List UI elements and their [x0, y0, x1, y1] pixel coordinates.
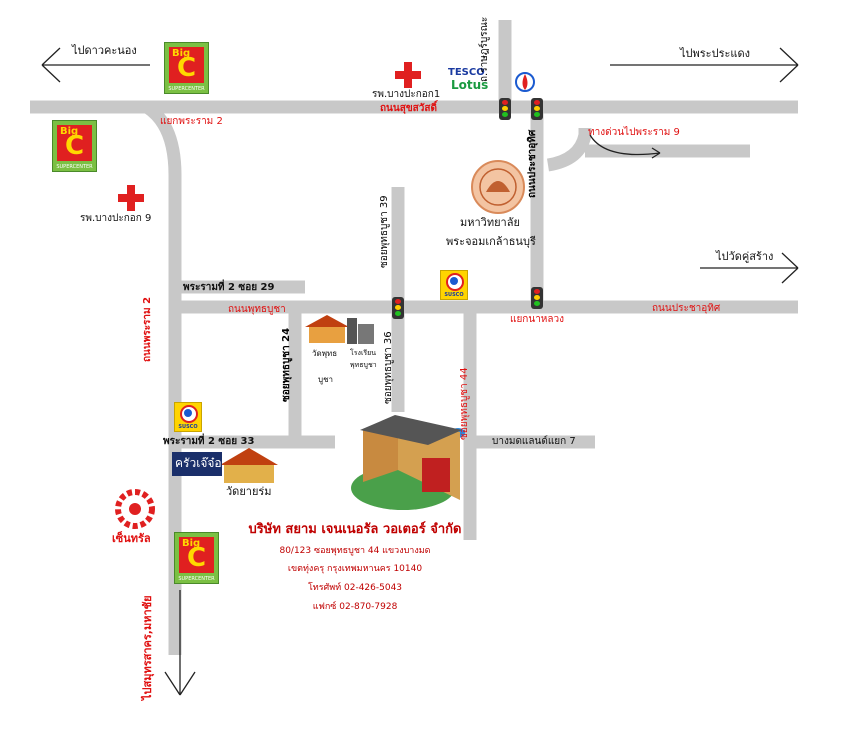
company-building — [351, 415, 462, 510]
label-hospital-9: รพ.บางปะกอก 9 — [80, 213, 152, 224]
label-yaek-rama2: แยกพระราม 2 — [160, 116, 223, 127]
company-name: บริษัท สยาม เจนเนอรัล วอเตอร์ จำกัด — [248, 522, 462, 537]
label-soi-pu-39: ซอยพุทธบูชา 39 — [379, 195, 390, 268]
label-road-rama2-v: ถนนพระราม 2 — [142, 296, 153, 362]
label-soi-pu-24: ซอยพุทธบูชา 24 — [281, 327, 292, 402]
hospital-cross-icon — [395, 62, 421, 88]
tesco-lotus-logo: TESCO — [448, 67, 485, 78]
label-wat-phuttha-2: บูชา — [318, 375, 333, 384]
arrow-expressway-curve — [589, 134, 661, 159]
label-rama2-soi29: พระรามที่ 2 ซอย 29 — [183, 282, 275, 293]
susco-logo: SUSCO — [174, 402, 202, 432]
label-yaek-na-luang: แยกนาหลวง — [510, 314, 565, 325]
label-shinnakrit: เซ็นทรัล — [112, 532, 151, 545]
arrow-to-wat-khu-sang — [700, 252, 799, 284]
arrow-to-dao-khanong — [41, 47, 150, 83]
traffic-light-icon — [392, 297, 404, 319]
label-university-2: พระจอมเกล้าธนบุรี — [446, 235, 536, 248]
label-expressway: ทางด่วนไปพระราม 9 — [588, 127, 680, 138]
tesco-lotus-logo: Lotus — [451, 78, 489, 92]
label-road-phuttha-bucha: ถนนพุทธบูชา — [228, 304, 286, 315]
label-road-suksawat: ถนนสุขสวัสดิ์ — [380, 103, 437, 114]
company-fax: แฟกซ์ 02-870-7928 — [312, 602, 398, 612]
label-wat-yai-rom: วัดยายร่ม — [226, 485, 272, 498]
temple-icon-wat-phuttha — [305, 315, 349, 343]
label-road-pracha-uthit-h: ถนนประชาอุทิศ — [652, 303, 721, 314]
label-to-wat-khu-sang: ไปวัดคู่สร้าง — [716, 250, 774, 263]
temple-icon-wat-yai-rom — [220, 448, 278, 483]
label-wat-phuttha-1: วัดพุทธ — [312, 349, 338, 358]
label-road-pracha-uthit-v: ถนนประชาอุทิศ — [527, 129, 538, 198]
label-to-dao-khanong: ไปดาวคะนอง — [72, 44, 137, 57]
label-bang-mot-land: บางมดแลนด์แยก 7 — [492, 436, 576, 447]
label-rama2-soi33: พระรามที่ 2 ซอย 33 — [163, 436, 255, 447]
company-phone: โทรศัพท์ 02-426-5043 — [307, 583, 403, 593]
traffic-light-icon — [531, 98, 543, 120]
arrow-to-phra-pradaeng — [610, 47, 799, 83]
school-icon — [347, 318, 374, 344]
label-university-1: มหาวิทยาลัย — [460, 216, 520, 229]
label-to-samut-sakhon: ไปสมุทรสาคร,มหาชัย — [141, 595, 154, 700]
susco-logo: SUSCO — [440, 270, 468, 300]
traffic-light-icon — [499, 98, 511, 120]
traffic-light-icon — [531, 287, 543, 309]
label-school-1: โรงเรียน — [350, 349, 376, 357]
label-soi-pu-36: ซอยพุทธบูชา 36 — [383, 331, 394, 404]
road-rama2 — [143, 101, 182, 655]
label-hospital-1: รพ.บางปะกอก1 — [372, 89, 441, 100]
arrow-to-samut-sakhon — [164, 590, 196, 696]
label-to-phra-pradaeng: ไปพระประแดง — [680, 47, 750, 60]
company-address2: เขตทุ่งครุ กรุงเทพมหานคร 10140 — [287, 564, 423, 574]
road-expressway — [546, 128, 592, 172]
shinnakrit-logo — [115, 489, 155, 529]
label-krua-jae-jo: ครัวเจ๊จ๋อ — [175, 456, 222, 470]
company-info: บริษัท สยาม เจนเนอรัล วอเตอร์ จำกัด 80/1… — [225, 518, 485, 613]
label-rat-burana: ถ.ราษฎร์บูรณะ — [479, 16, 490, 82]
company-address1: 80/123 ซอยพุทธบูชา 44 แขวงบางมด — [279, 546, 431, 556]
label-soi-pu-44: ซอยพุทธบูชา 44 — [459, 367, 470, 440]
hospital-cross-icon — [118, 185, 144, 211]
krua-jae-jo-sign — [172, 452, 222, 476]
label-school-2: พุทธบูชา — [350, 361, 377, 369]
university-seal — [471, 160, 525, 214]
